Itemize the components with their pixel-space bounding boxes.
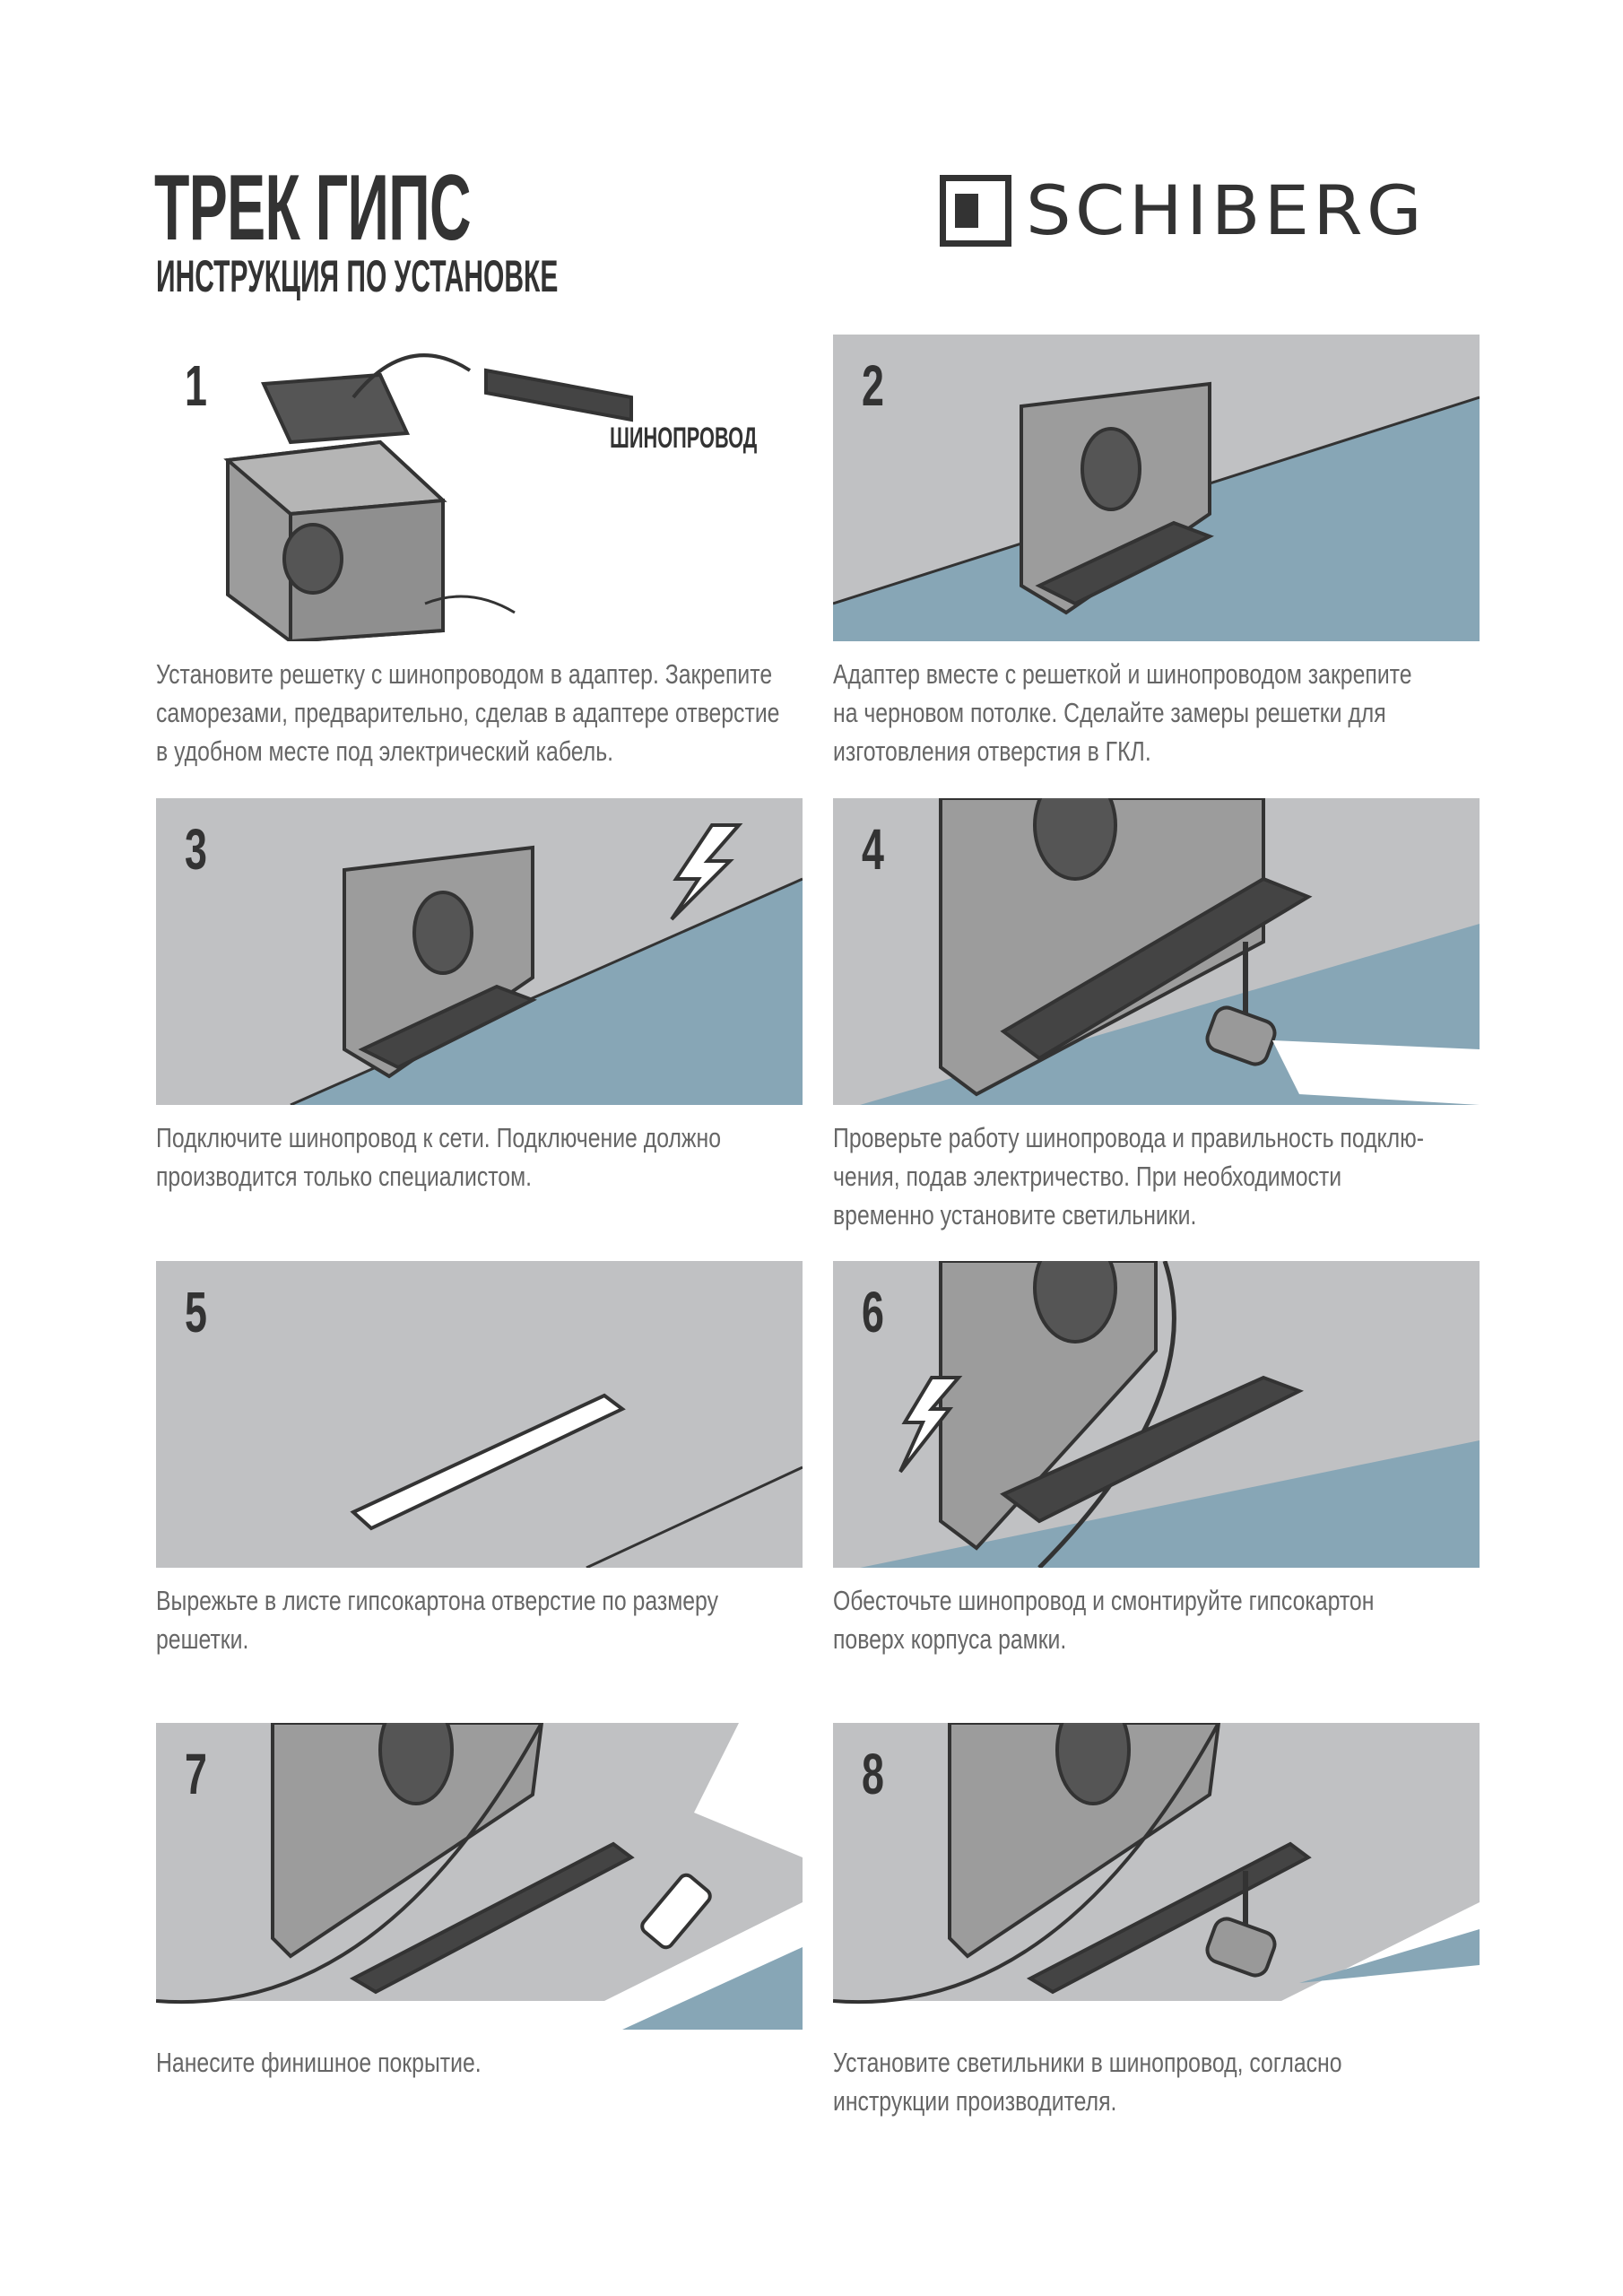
step-number: 6: [862, 1280, 884, 1344]
step-1-illustration: 1: [156, 335, 803, 641]
page-subtitle: ИНСТРУКЦИЯ ПО УСТАНОВКЕ: [156, 251, 559, 301]
page-title: ТРЕК ГИПС: [154, 156, 472, 260]
caption-line: Проверьте работу шинопровода и правильно…: [833, 1122, 1424, 1153]
caption-line: Вырежьте в листе гипсокартона отверстие …: [156, 1585, 718, 1616]
caption-line: Подключите шинопровод к сети. Подключени…: [156, 1122, 722, 1153]
step-2-caption: Адаптер вместе с решеткой и шинопроводом…: [833, 655, 1412, 770]
caption-line: решетки.: [156, 1623, 249, 1655]
step-number: 1: [185, 353, 207, 418]
caption-line: в удобном месте под электрический кабель…: [156, 735, 614, 767]
busbar-label: ШИНОПРОВОД: [610, 422, 758, 454]
step-4-illustration: 4: [833, 798, 1480, 1105]
step-number: 3: [185, 817, 207, 882]
caption-line: чения, подав электричество. При необходи…: [833, 1161, 1342, 1192]
caption-line: Нанесите финишное покрытие.: [156, 2047, 482, 2078]
caption-line: временно установите светильники.: [833, 1199, 1197, 1231]
caption-line: Установите светильники в шинопровод, сог…: [833, 2047, 1342, 2078]
caption-line: изготовления отверстия в ГКЛ.: [833, 735, 1151, 767]
caption-line: производится только специалистом.: [156, 1161, 533, 1192]
step-number: 7: [185, 1742, 207, 1806]
caption-line: поверх корпуса рамки.: [833, 1623, 1067, 1655]
step-5-illustration: 5: [156, 1261, 803, 1568]
step-6-illustration: 6: [833, 1261, 1480, 1568]
caption-line: саморезами, предварительно, сделав в ада…: [156, 697, 780, 728]
step-8-caption: Установите светильники в шинопровод, сог…: [833, 2043, 1357, 2120]
step-8-illustration: 8: [833, 1723, 1480, 2030]
step-4-caption: Проверьте работу шинопровода и правильно…: [833, 1118, 1424, 1234]
caption-line: Установите решетку с шинопроводом в адап…: [156, 658, 773, 690]
caption-line: Обесточьте шинопровод и смонтируйте гипс…: [833, 1585, 1375, 1616]
step-5-caption: Вырежьте в листе гипсокартона отверстие …: [156, 1581, 718, 1658]
step-1-caption: Установите решетку с шинопроводом в адап…: [156, 655, 780, 770]
step-6-caption: Обесточьте шинопровод и смонтируйте гипс…: [833, 1581, 1375, 1658]
step-3-caption: Подключите шинопровод к сети. Подключени…: [156, 1118, 722, 1196]
caption-line: инструкции производителя.: [833, 2085, 1117, 2117]
paint-roller-icon: [640, 1873, 712, 1950]
step-number: 5: [185, 1280, 207, 1344]
lightning-icon: [670, 823, 743, 921]
step-number: 4: [862, 817, 884, 882]
logo-text: SCHIBERG: [1026, 170, 1426, 250]
step-7-illustration: 7: [156, 1723, 803, 2030]
no-power-icon: [898, 1376, 963, 1474]
step-number: 2: [862, 353, 884, 418]
caption-line: на черновом потолке. Сделайте замеры реш…: [833, 697, 1386, 728]
step-7-caption: Нанесите финишное покрытие.: [156, 2043, 680, 2082]
caption-line: Адаптер вместе с решеткой и шинопроводом…: [833, 658, 1412, 690]
brand-logo: SCHIBERG: [940, 170, 1422, 250]
step-2-illustration: 2: [833, 335, 1480, 641]
logo-square-icon: [940, 174, 1011, 247]
step-3-illustration: 3: [156, 798, 803, 1105]
step-number: 8: [862, 1742, 884, 1806]
